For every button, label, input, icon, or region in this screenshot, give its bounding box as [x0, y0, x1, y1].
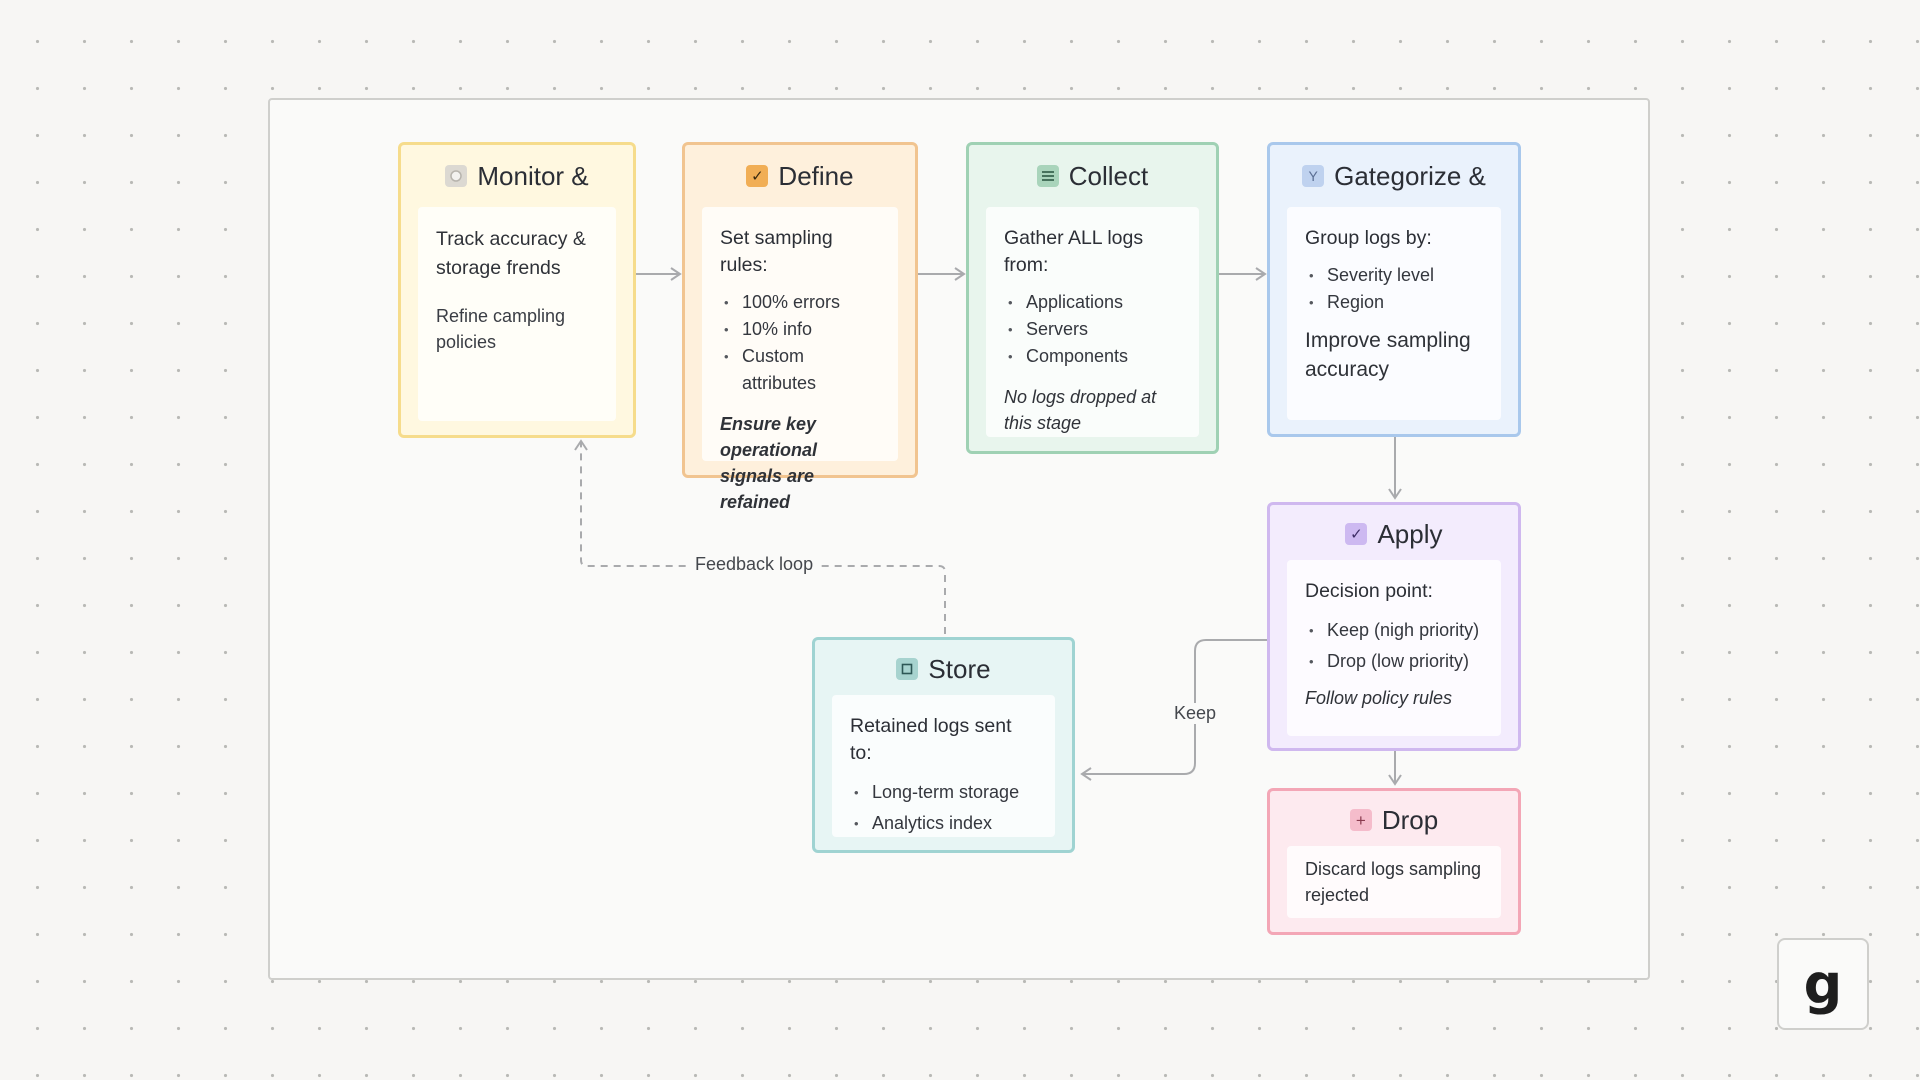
brand-logo-glyph: g — [1803, 952, 1843, 1016]
store-title: Store — [928, 653, 991, 684]
list-item: Long-term storage — [850, 777, 1037, 808]
list-item: Keep (nigh priority) — [1305, 615, 1483, 646]
categorize-header: Y Gategorize & — [1270, 157, 1518, 195]
monitor-header: Monitor & — [401, 157, 633, 195]
store-list: Long-term storage Analytics index — [850, 777, 1037, 839]
keep-label: Keep — [1168, 703, 1223, 724]
monitor-text: Track accuracy & storage frends — [436, 228, 586, 279]
drop-title: Drop — [1381, 804, 1439, 835]
feedback-loop-label: Feedback loop — [689, 554, 820, 575]
define-list: 100% errors 10% info Custom attributes — [720, 289, 880, 397]
list-item: Analytics index — [850, 808, 1037, 839]
checkbox-icon: ✓ — [1345, 523, 1368, 545]
square-icon — [896, 658, 919, 680]
store-heading: Retained logs sent to: — [850, 715, 1012, 764]
define-header: ✓ Define — [685, 157, 915, 195]
collect-note: No logs dropped at this stage — [1004, 387, 1157, 433]
apply-header: ✓ Apply — [1270, 515, 1518, 553]
define-node: ✓ Define Set sampling rules: 100% errors… — [682, 142, 918, 512]
list-item: Severity level — [1305, 262, 1483, 289]
categorize-heading: Group logs by: — [1305, 227, 1432, 249]
collect-node: Collect Gather ALL logs from: Applicatio… — [966, 142, 1219, 454]
list-item: Applications — [1004, 289, 1181, 316]
drop-node: + Drop Discard logs sampling rejected — [1267, 788, 1521, 935]
categorize-title: Gategorize & — [1334, 160, 1486, 191]
apply-body: Decision point: Keep (nigh priority) Dro… — [1287, 560, 1501, 736]
define-note: Ensure key operational signals are refai… — [720, 414, 818, 512]
apply-note: Follow policy rules — [1305, 688, 1453, 708]
plus-icon: + — [1349, 809, 1372, 831]
collect-heading: Gather ALL logs from: — [1004, 227, 1144, 276]
monitor-body: Track accuracy & storage frends Refine c… — [418, 207, 616, 421]
filter-icon: Y — [1302, 165, 1325, 187]
categorize-list: Severity level Region — [1305, 262, 1483, 316]
store-header: Store — [815, 650, 1072, 688]
define-body: Set sampling rules: 100% errors 10% info… — [702, 207, 898, 512]
store-body: Retained logs sent to: Long-term storage… — [832, 695, 1055, 839]
define-title: Define — [778, 160, 854, 191]
drop-header: + Drop — [1270, 801, 1518, 839]
store-node: Store Retained logs sent to: Long-term s… — [812, 637, 1075, 853]
collect-list: Applications Servers Components — [1004, 289, 1181, 370]
apply-heading: Decision point: — [1305, 580, 1433, 602]
collect-body: Gather ALL logs from: Applications Serve… — [986, 207, 1199, 437]
list-item: Custom attributes — [720, 343, 880, 397]
categorize-node: Y Gategorize & Group logs by: Severity l… — [1267, 142, 1521, 437]
categorize-note: Improve sampling accuracy — [1305, 329, 1471, 381]
list-item: Region — [1305, 289, 1483, 316]
drop-body: Discard logs sampling rejected — [1287, 846, 1501, 918]
checkbox-icon: ✓ — [746, 165, 769, 187]
list-item: Drop (low priority) — [1305, 646, 1483, 677]
brand-logo[interactable]: g — [1777, 938, 1869, 1030]
monitor-node: Monitor & Track accuracy & storage frend… — [398, 142, 636, 438]
drop-text: Discard logs sampling rejected — [1305, 859, 1482, 905]
list-item: Servers — [1004, 316, 1181, 343]
apply-list: Keep (nigh priority) Drop (low priority) — [1305, 615, 1483, 677]
list-icon — [1036, 165, 1059, 187]
list-item: 10% info — [720, 316, 880, 343]
collect-title: Collect — [1068, 160, 1149, 191]
list-item: 100% errors — [720, 289, 880, 316]
apply-node: ✓ Apply Decision point: Keep (nigh prior… — [1267, 502, 1521, 751]
circle-icon — [445, 165, 468, 187]
monitor-subtext: Refine campling policies — [436, 306, 566, 352]
collect-header: Collect — [969, 157, 1216, 195]
monitor-title: Monitor & — [477, 160, 589, 191]
apply-title: Apply — [1377, 518, 1443, 549]
list-item: Components — [1004, 343, 1181, 370]
define-heading: Set sampling rules: — [720, 227, 833, 276]
categorize-body: Group logs by: Severity level Region Imp… — [1287, 207, 1501, 420]
